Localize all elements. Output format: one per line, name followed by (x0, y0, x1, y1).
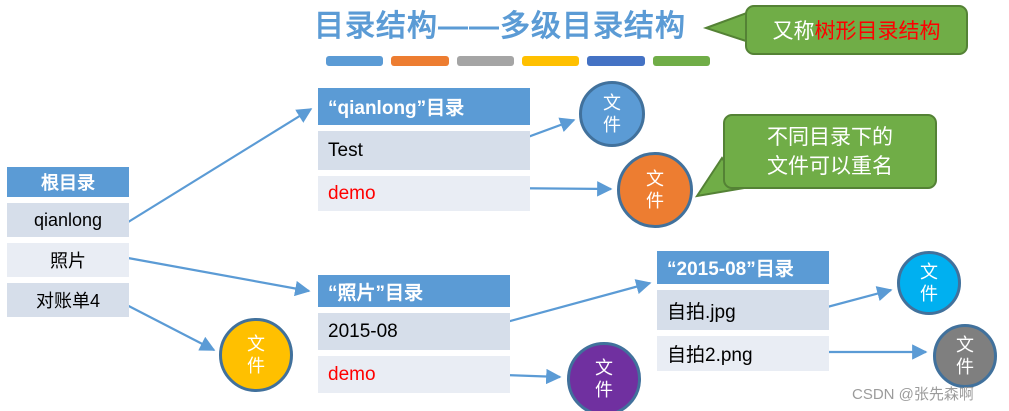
file-circle-yellow: 文件 (219, 318, 293, 392)
table-row-selfie-jpg: 自拍.jpg (657, 290, 829, 330)
theme-bar-orange (391, 56, 449, 66)
file-circle-purple: 文件 (567, 342, 641, 411)
page-title: 目录结构——多级目录结构 (314, 10, 686, 43)
csdn-watermark: CSDN @张先森啊 (852, 386, 974, 403)
file-circle-blue: 文件 (579, 81, 645, 147)
table-row-qianlong: qianlong (7, 203, 129, 237)
table-album-header: “2015-08”目录 (657, 251, 829, 284)
table-album-directory: “2015-08”目录 自拍.jpg 自拍2.png (657, 251, 829, 371)
file-label: 文件 (603, 92, 621, 136)
file-label: 文件 (595, 357, 613, 401)
callout-note-bubble: 不同目录下的 文件可以重名 (723, 114, 937, 189)
file-label: 文件 (247, 333, 265, 377)
arrow-root-to-yellow-file (120, 301, 216, 351)
table-root-header: 根目录 (7, 167, 129, 197)
table-row-selfie-png: 自拍2.png (657, 336, 829, 371)
theme-bar-yellow (521, 56, 580, 66)
table-row-demo: demo (318, 176, 530, 211)
theme-bar-darkblue (587, 56, 645, 66)
callout-note-line2: 文件可以重名 (767, 155, 893, 178)
table-row-demo-2: demo (318, 356, 510, 393)
theme-color-bars (326, 56, 710, 66)
table-root-directory: 根目录 qianlong 照片 对账单4 (7, 167, 129, 317)
file-label: 文件 (956, 334, 974, 378)
callout-note-line1: 不同目录下的 (767, 126, 893, 149)
callout-alias-bubble: 又称树形目录结构 (745, 5, 968, 55)
file-label: 文件 (920, 261, 938, 305)
table-photo-directory: “照片”目录 2015-08 demo (318, 275, 510, 393)
table-qianlong-directory: “qianlong”目录 Test demo (318, 88, 530, 211)
file-label: 文件 (646, 168, 664, 212)
theme-bar-green (652, 56, 710, 66)
table-row-2015-08: 2015-08 (318, 313, 510, 350)
table-photo-header: “照片”目录 (318, 275, 510, 307)
arrow-root-to-photo-dir (127, 256, 311, 297)
table-row-statement: 对账单4 (7, 283, 129, 317)
theme-bar-gray (456, 56, 514, 66)
callout-alias-highlight: 树形目录结构 (814, 20, 941, 43)
file-circle-cyan: 文件 (897, 251, 961, 315)
table-row-test: Test (318, 131, 530, 170)
table-qianlong-header: “qianlong”目录 (318, 88, 530, 125)
table-row-photos: 照片 (7, 243, 129, 277)
theme-bar-blue (326, 56, 384, 66)
file-circle-gray: 文件 (933, 324, 997, 388)
callout-alias-prefix: 又称 (772, 20, 815, 43)
arrow-root-to-qianlong-dir (124, 108, 313, 225)
file-circle-orange: 文件 (617, 152, 693, 228)
